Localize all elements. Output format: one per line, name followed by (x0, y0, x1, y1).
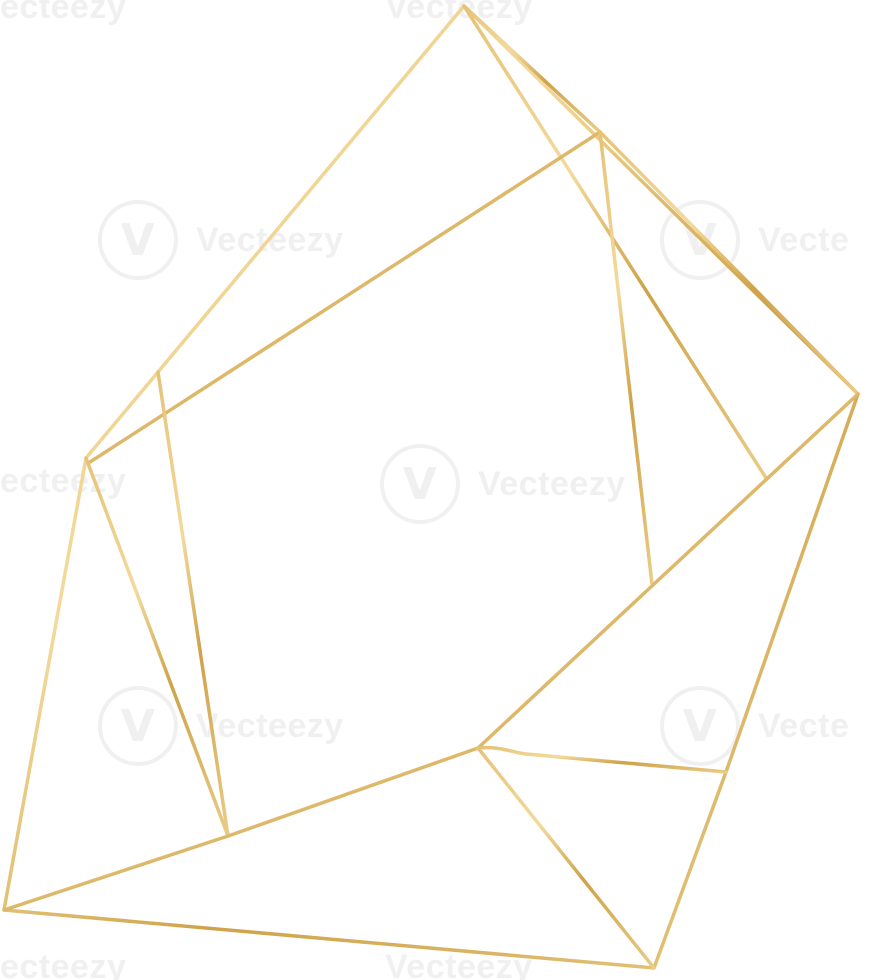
watermark-row3-left: V Vecteezy (98, 686, 344, 766)
facet-edge (88, 130, 602, 464)
watermark-top-left: ecteezy (0, 0, 127, 26)
watermark-logo-icon: V (380, 444, 460, 524)
watermark-row2-left: ecteezy (0, 462, 127, 500)
facet-edge (462, 4, 768, 480)
facet-edge (598, 130, 860, 396)
facet-edge (84, 456, 230, 838)
watermark-logo-icon: V (98, 200, 178, 280)
watermark-bottom-left: ecteezy (0, 948, 127, 980)
facet-edge (598, 130, 654, 586)
watermark-row2-center: V Vecteezy (380, 444, 626, 524)
facet-edge (476, 746, 656, 970)
watermark-logo-icon: V (98, 686, 178, 766)
facet-edge (226, 746, 480, 838)
facet-edge (476, 392, 860, 750)
outer-edge (2, 4, 860, 970)
facet-edge (476, 745, 728, 774)
watermark-logo-icon: V (660, 686, 740, 766)
facet-edge (462, 4, 602, 134)
facet-edge (156, 370, 230, 838)
facet-edge (2, 834, 230, 912)
watermark-row3-right: V Vecte (660, 686, 849, 766)
